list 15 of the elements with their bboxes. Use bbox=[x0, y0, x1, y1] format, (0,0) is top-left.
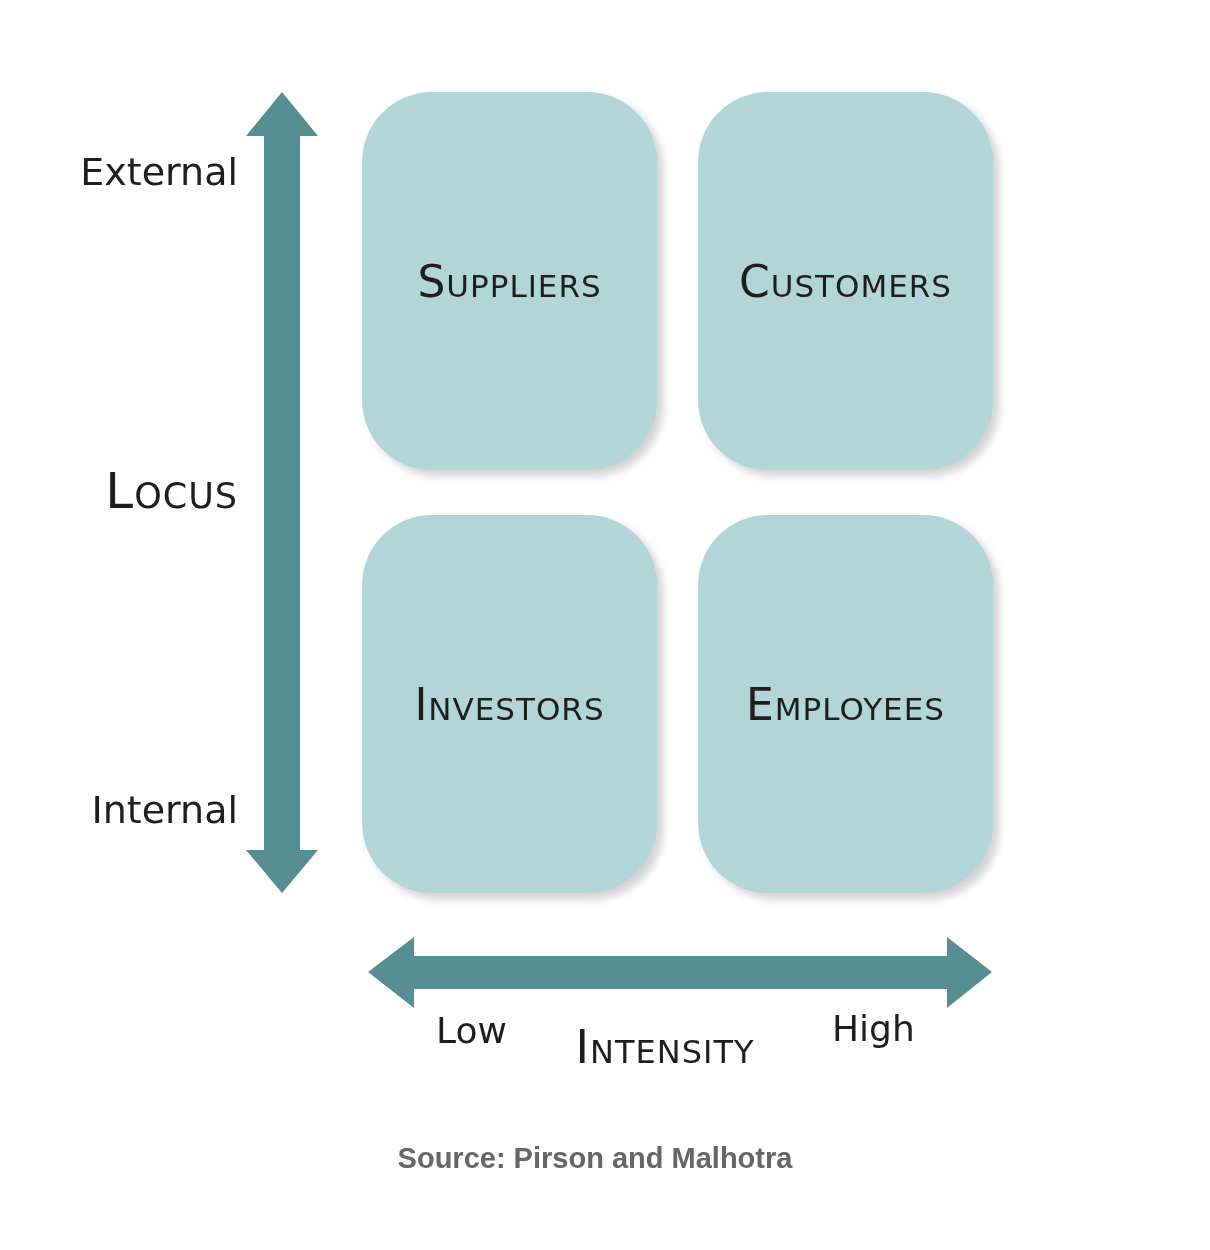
quadrant-box bbox=[362, 515, 657, 893]
axis-end-label: Internal bbox=[91, 788, 238, 832]
quadrant-label: Suppliers bbox=[417, 255, 602, 307]
axis-title: Locus bbox=[105, 462, 238, 520]
quadrant-box bbox=[698, 515, 993, 893]
axis-end-label: External bbox=[80, 150, 238, 194]
quadrant-box bbox=[698, 92, 993, 470]
quadrant-label: Customers bbox=[739, 255, 952, 307]
axis-end-label: High bbox=[832, 1008, 915, 1049]
quadrant-label: Investors bbox=[414, 678, 605, 730]
quadrant-label: Employees bbox=[746, 678, 945, 730]
quadrant-box bbox=[362, 92, 657, 470]
axis-end-label: Low bbox=[436, 1010, 507, 1051]
axis-title: Intensity bbox=[575, 1020, 755, 1074]
source-caption: Source: Pirson and Malhotra bbox=[396, 1142, 794, 1175]
